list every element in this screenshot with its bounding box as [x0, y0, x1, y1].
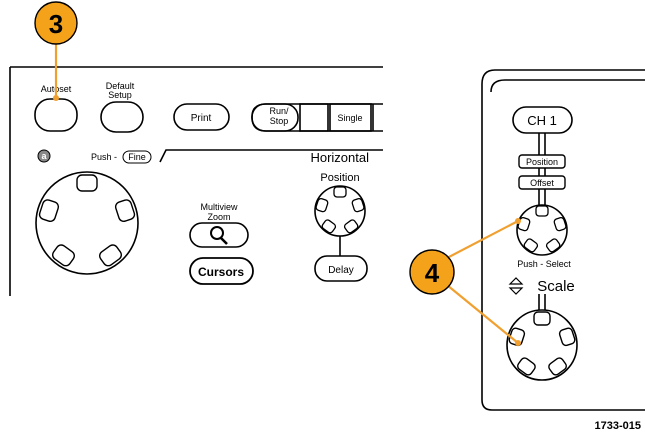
push-select-label: Push - Select	[517, 259, 571, 269]
vertical-connector-lines	[538, 133, 546, 311]
autoset-button[interactable]	[34, 98, 78, 132]
delay-button[interactable]	[314, 255, 368, 282]
callout-4-badge	[409, 249, 455, 295]
callout-4-dot-bottom	[515, 340, 521, 346]
horizontal-section-line	[159, 149, 383, 163]
fine-label: Fine	[128, 152, 146, 162]
vertical-scale-knob[interactable]	[506, 309, 578, 381]
right-panel-outline	[481, 69, 645, 411]
push-select-bg	[513, 258, 575, 269]
ch1-button[interactable]	[512, 106, 573, 134]
scale-bg	[536, 276, 576, 294]
multiview-label: Multiview	[200, 202, 238, 212]
print-label: Print	[191, 113, 212, 124]
run-stop-button[interactable]	[251, 103, 299, 132]
print-button[interactable]	[173, 103, 230, 131]
default-setup-button[interactable]	[100, 101, 144, 133]
callout-3-badge	[34, 1, 78, 45]
horizontal-position-knob[interactable]	[314, 185, 366, 237]
callout-4-number: 4	[425, 258, 440, 288]
default-setup-label-line2: Setup	[108, 90, 132, 100]
callout-4-dot-top	[515, 218, 521, 224]
vertical-position-knob[interactable]	[516, 204, 568, 256]
scale-label: Scale	[537, 278, 575, 295]
cursors-button[interactable]	[189, 257, 254, 285]
vertical-position-label: Position	[526, 157, 558, 167]
offset-tag	[518, 175, 566, 190]
default-setup-label-line1: Default	[106, 81, 135, 91]
horizontal-title: Horizontal	[310, 150, 369, 165]
fine-button[interactable]	[122, 150, 152, 164]
callout-4: 4	[409, 218, 521, 346]
single-button[interactable]	[329, 103, 372, 132]
knob-a-letter: a	[41, 151, 47, 161]
blank-button[interactable]	[299, 103, 329, 132]
magnifier-icon	[210, 226, 228, 245]
knob-a-badge	[37, 149, 51, 163]
delay-label: Delay	[328, 265, 354, 276]
push-fine-label: Push -	[91, 152, 117, 162]
cursors-label: Cursors	[198, 265, 244, 279]
right-panel-inner-edge	[490, 79, 645, 93]
callout-3-dot	[53, 95, 59, 101]
callout-4-leader-top	[446, 220, 519, 259]
callout-3: 3	[34, 1, 78, 101]
single-label: Single	[337, 113, 362, 123]
run-stop-label-line2: Stop	[270, 116, 289, 126]
horizontal-position-label: Position	[320, 172, 359, 184]
figure-code: 1733-015	[595, 420, 642, 432]
vertical-position-tag	[518, 154, 566, 169]
ch1-label: CH 1	[527, 113, 557, 128]
zoom-label: Zoom	[207, 212, 230, 222]
right-front-panel: CH 1 Position Offset	[481, 69, 645, 411]
left-front-panel: Autoset Default Setup Print Run/ Stop Si…	[9, 66, 383, 296]
offset-label: Offset	[530, 178, 554, 188]
multipurpose-knob-a[interactable]	[35, 171, 139, 275]
run-stop-label-line1: Run/	[269, 106, 289, 116]
up-down-arrows-icon	[508, 277, 524, 295]
callout-4-leader-bottom	[446, 284, 519, 344]
callout-3-number: 3	[49, 9, 63, 39]
